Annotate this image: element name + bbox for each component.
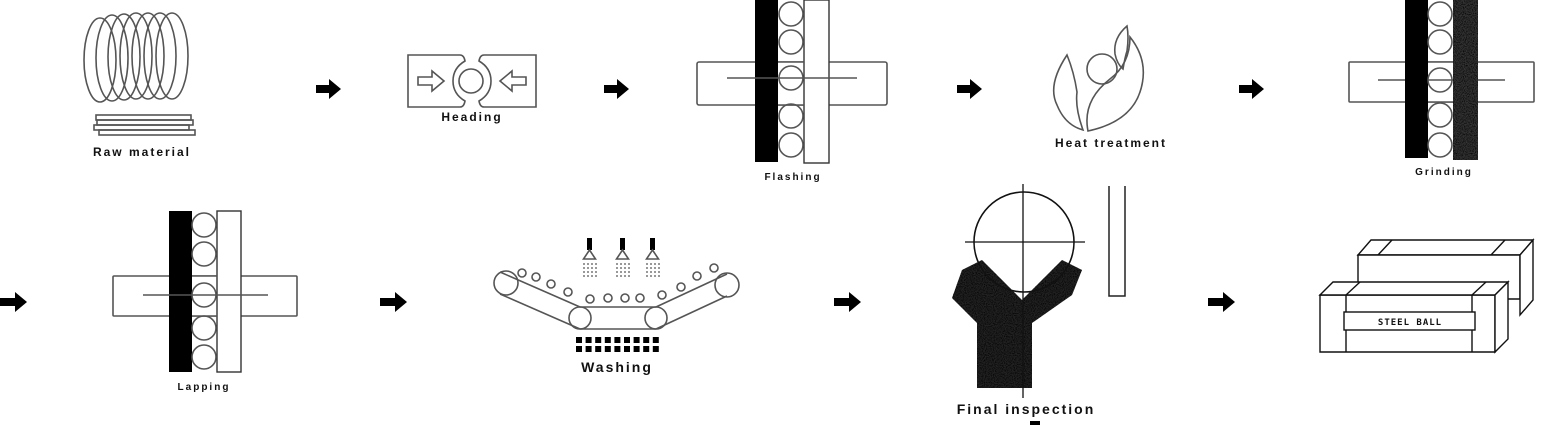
inspection-icon bbox=[952, 184, 1126, 398]
heater-dot bbox=[604, 346, 611, 352]
heater-dot bbox=[643, 337, 650, 343]
step-grinding: Grinding bbox=[1348, 0, 1535, 178]
step-label: Heading bbox=[441, 110, 502, 124]
heater-dot bbox=[652, 337, 659, 343]
heater-dot bbox=[576, 337, 582, 343]
wire-coil-icon bbox=[83, 12, 196, 136]
heater-dot bbox=[643, 346, 650, 352]
heater-dot bbox=[633, 337, 640, 343]
crate-icon bbox=[1318, 238, 1535, 354]
right-arrow-icon bbox=[1208, 292, 1235, 312]
right-arrow-icon bbox=[0, 292, 27, 312]
grinding-plates-icon bbox=[1348, 0, 1535, 160]
right-arrow-icon bbox=[834, 292, 861, 312]
heater-dot bbox=[624, 337, 630, 343]
heater-dot bbox=[585, 337, 592, 343]
right-arrow-icon bbox=[957, 79, 982, 99]
flashing-plates-icon bbox=[696, 0, 888, 164]
step-lapping: Lapping bbox=[112, 210, 298, 393]
heater-dot bbox=[576, 346, 582, 352]
step-flashing: Flashing bbox=[696, 0, 888, 183]
lapping-plates-icon bbox=[112, 210, 298, 373]
step-raw-material: Raw material bbox=[83, 12, 196, 159]
heater-dot bbox=[595, 337, 602, 343]
heater-dot bbox=[585, 346, 592, 352]
washing-conveyor-icon bbox=[493, 238, 740, 352]
step-label: Lapping bbox=[178, 382, 231, 393]
step-heading: Heading bbox=[407, 54, 537, 124]
step-final-inspection: Final inspection bbox=[952, 184, 1126, 425]
step-label: Heat treatment bbox=[1055, 136, 1167, 150]
step-label: Final inspection bbox=[957, 401, 1096, 417]
heater-dot bbox=[614, 337, 621, 343]
heater-dot bbox=[633, 346, 640, 352]
step-label: Grinding bbox=[1415, 167, 1473, 178]
heater-dots bbox=[576, 337, 659, 352]
right-arrow-icon bbox=[604, 79, 629, 99]
crate-label: STEEL BALL bbox=[1378, 318, 1442, 328]
right-arrow-icon bbox=[1239, 79, 1264, 99]
spray-nozzles bbox=[582, 238, 660, 277]
heater-dot bbox=[624, 346, 630, 352]
heater-dot bbox=[652, 346, 659, 352]
step-washing: Washing bbox=[493, 238, 740, 375]
heater-dot bbox=[614, 346, 621, 352]
flame-icon bbox=[1052, 24, 1145, 132]
step-label: Raw material bbox=[93, 145, 191, 159]
right-arrow-icon bbox=[380, 292, 407, 312]
step-packing: STEEL BALL bbox=[1318, 238, 1535, 354]
right-arrow-icon bbox=[316, 79, 341, 99]
heater-dot bbox=[595, 346, 602, 352]
step-heat-treatment: Heat treatment bbox=[1052, 24, 1167, 150]
cut-off-mark bbox=[1030, 421, 1040, 425]
heater-dot bbox=[604, 337, 611, 343]
heading-press-icon bbox=[407, 54, 537, 108]
step-label: Washing bbox=[581, 359, 653, 375]
step-label: Flashing bbox=[764, 172, 821, 183]
